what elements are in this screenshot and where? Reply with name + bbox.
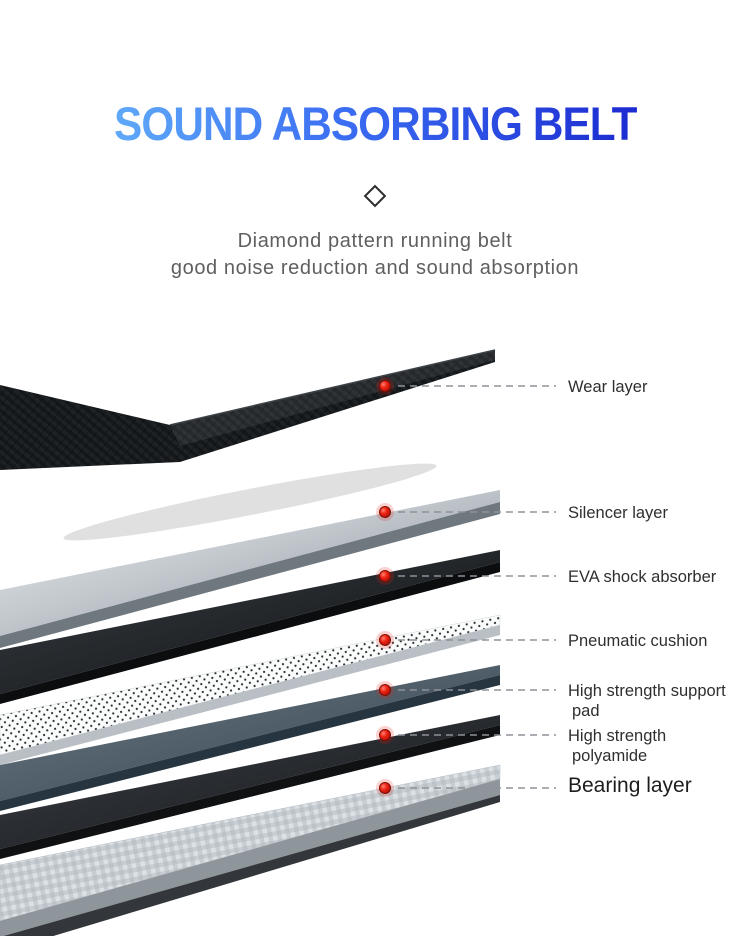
polyamide-edge	[0, 725, 500, 859]
label-wear-layer: Wear layer	[568, 377, 744, 397]
page-title-text: SOUND ABSORBING BELT	[113, 97, 637, 150]
wear-layer-flap-highlight	[169, 349, 496, 426]
polyamide-face	[0, 715, 500, 849]
marker-silencer-layer	[376, 503, 394, 521]
label-text: Bearing layer	[568, 774, 692, 797]
label-text: EVA shock absorber	[568, 568, 717, 586]
bearing-layer-edge	[0, 779, 500, 936]
page-title: SOUND ABSORBING BELT	[0, 100, 750, 147]
bearing-layer-face	[0, 764, 501, 922]
diamond-icon	[363, 184, 387, 208]
support-pad-edge	[0, 675, 500, 811]
pneumatic-cushion-graphic	[0, 614, 501, 765]
marker-eva-shock-absorber	[376, 567, 394, 585]
wear-layer-flap-sheen	[170, 350, 495, 446]
eva-face	[0, 550, 500, 694]
pneumatic-cushion-edge	[0, 625, 500, 765]
wear-layer-shadow	[63, 463, 437, 541]
label-text: Pneumatic cushion	[568, 632, 708, 650]
bearing-layer-graphic	[0, 764, 501, 936]
label-eva-shock-absorber: EVA shock absorber	[568, 567, 744, 587]
support-pad-face	[0, 665, 500, 801]
silencer-edge	[0, 502, 500, 648]
label-high-strength-support-pad: High strength support pad	[568, 681, 744, 721]
marker-wear-layer	[376, 377, 394, 395]
marker-support-pad	[376, 681, 394, 699]
marker-polyamide	[376, 726, 394, 744]
eva-shock-absorber-graphic	[0, 550, 500, 704]
subtitle-line-2: good noise reduction and sound absorptio…	[170, 257, 580, 279]
label-silencer-layer: Silencer layer	[568, 503, 744, 523]
marker-pneumatic-cushion	[376, 631, 394, 649]
high-strength-polyamide-graphic	[0, 715, 500, 859]
label-high-strength-polyamide: High strength polyamide	[568, 726, 744, 766]
subtitle-line-1: Diamond pattern running belt	[237, 230, 513, 252]
high-strength-support-pad-graphic	[0, 665, 500, 811]
silencer-layer-graphic	[0, 490, 500, 648]
label-text: Silencer layer	[568, 504, 668, 522]
marker-bearing-layer	[376, 779, 394, 797]
label-bearing-layer: Bearing layer	[568, 774, 744, 797]
label-pneumatic-cushion: Pneumatic cushion	[568, 631, 744, 651]
pneumatic-cushion-face	[0, 614, 501, 756]
label-text: High strength	[568, 727, 667, 745]
wear-layer-graphic	[0, 349, 496, 470]
eva-edge	[0, 562, 500, 704]
label-text-line2: polyamide	[572, 747, 648, 765]
label-text: Wear layer	[568, 378, 648, 396]
label-text-line2: pad	[572, 702, 600, 720]
label-text: High strength support	[568, 682, 726, 700]
wear-layer-sheet	[0, 350, 495, 470]
silencer-face	[0, 490, 500, 636]
layer-diagram	[0, 349, 556, 936]
bearing-layer-underside	[3, 795, 500, 936]
